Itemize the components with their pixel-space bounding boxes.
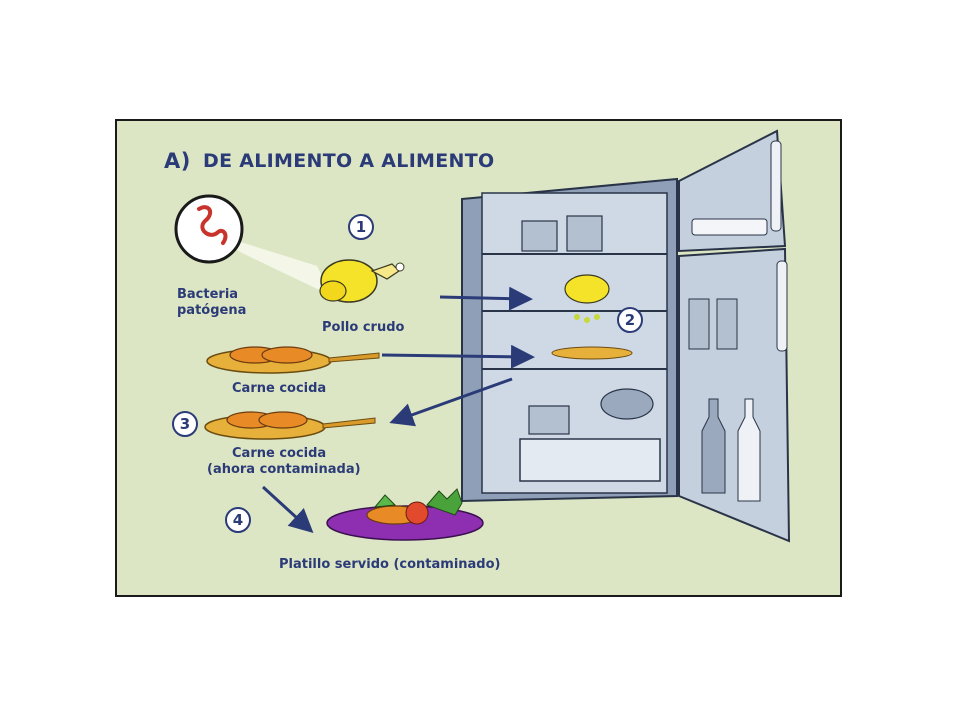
contaminated-note: (ahora contaminada) [207,462,361,477]
step-3-badge: 3 [172,411,198,437]
step-2-badge: 2 [617,307,643,333]
magnifier-beam [212,233,332,296]
illustration-art [174,129,791,543]
arrow-meat-to-fridge [381,344,535,369]
bacteria-label-line2: patógena [177,303,247,318]
bacteria-magnifier [174,194,244,264]
bacteria-icon [197,205,228,245]
raw-chicken-icon [319,259,405,303]
arrow-fridge-to-meat [389,377,513,427]
refrigerator-doors [678,129,791,543]
refrigerator-icon [461,177,678,503]
illustration-panel: A) DE ALIMENTO A ALIMENTO 1 2 3 4 Bacter… [115,119,842,597]
arrow-chicken-to-fridge [439,286,533,311]
step-1-badge: 1 [348,214,374,240]
contaminated-meat-plate-icon [204,411,376,440]
step-4-badge: 4 [225,507,251,533]
arrow-meat-to-dish [261,485,314,534]
served-dish-label: Platillo servido (contaminado) [279,557,501,572]
page-title: DE ALIMENTO A ALIMENTO [203,150,495,172]
cooked-meat-plate-icon [206,346,380,374]
cooked-meat-again-label: Carne cocida [232,446,327,461]
raw-chicken-label: Pollo crudo [322,320,405,335]
bacteria-label-line1: Bacteria [177,287,239,302]
served-dish-icon [326,488,484,541]
section-letter: A) [164,149,191,173]
cooked-meat-label: Carne cocida [232,381,327,396]
